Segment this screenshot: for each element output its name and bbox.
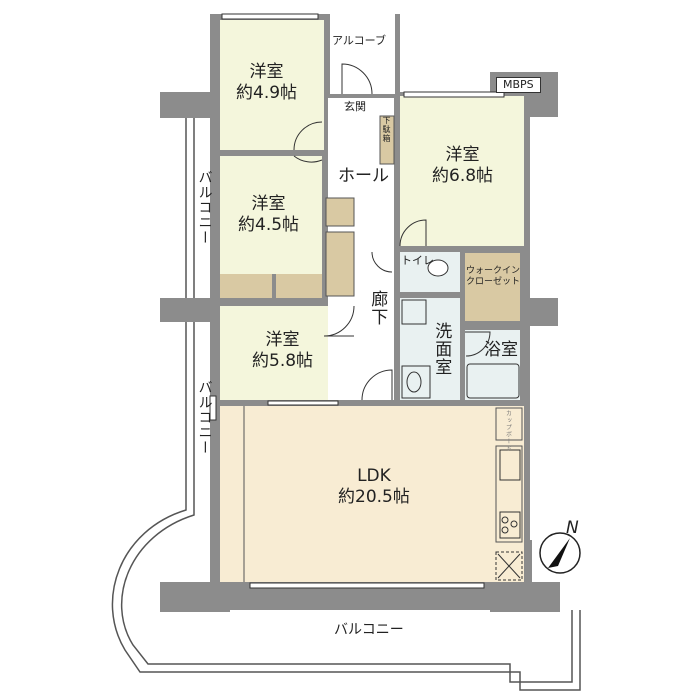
shoe-box-label: 下駄箱 [382,116,391,143]
cupboard-label: カップボード [504,410,512,452]
western-room-3-label: 洋室約5.8帖 [252,330,314,372]
bathroom-label: 浴室 [484,340,518,360]
balcony-left-lower-label: バルコニー [196,380,213,455]
western-room-2-floor [220,156,322,274]
storage-2 [325,231,355,297]
mbps-label: MBPS [496,77,541,93]
storage-1 [325,197,355,227]
entrance-label: 玄関 [344,100,366,113]
refrigerator-space [495,551,523,581]
toilet-label: トイレ [401,254,434,267]
hall-label: ホール [338,166,389,186]
bathtub [466,363,520,399]
western-room-1-label: 洋室約4.9帖 [236,62,298,104]
balcony-bottom-label: バルコニー [334,622,404,638]
corridor-label: 廊下 [367,290,388,326]
washing-machine-pan [401,299,427,325]
western-room-4-label: 洋室約6.8帖 [432,145,494,187]
closet-floor [220,274,272,298]
compass-north-label: N [566,518,579,538]
wash-basin [401,365,431,399]
balcony-outline [111,112,581,691]
windows [209,13,505,589]
compass-icon [539,532,581,574]
alcove [330,14,400,94]
alcove-label: アルコーブ [332,34,387,47]
washroom-label: 洗面室 [431,322,452,376]
shoe-box [379,115,395,165]
cupboard [495,407,523,441]
ldk-floor [220,406,524,582]
kitchen-sink [499,449,521,481]
stove [499,511,521,539]
walk-in-closet-floor [465,253,520,321]
western-room-2-label: 洋室約4.5帖 [238,194,300,236]
western-room-1-floor [220,20,324,150]
walk-in-closet-label: ウォークイン クローゼット [466,266,521,288]
balcony-left-upper-label: バルコニー [196,170,213,245]
toilet-fixture [427,259,449,277]
